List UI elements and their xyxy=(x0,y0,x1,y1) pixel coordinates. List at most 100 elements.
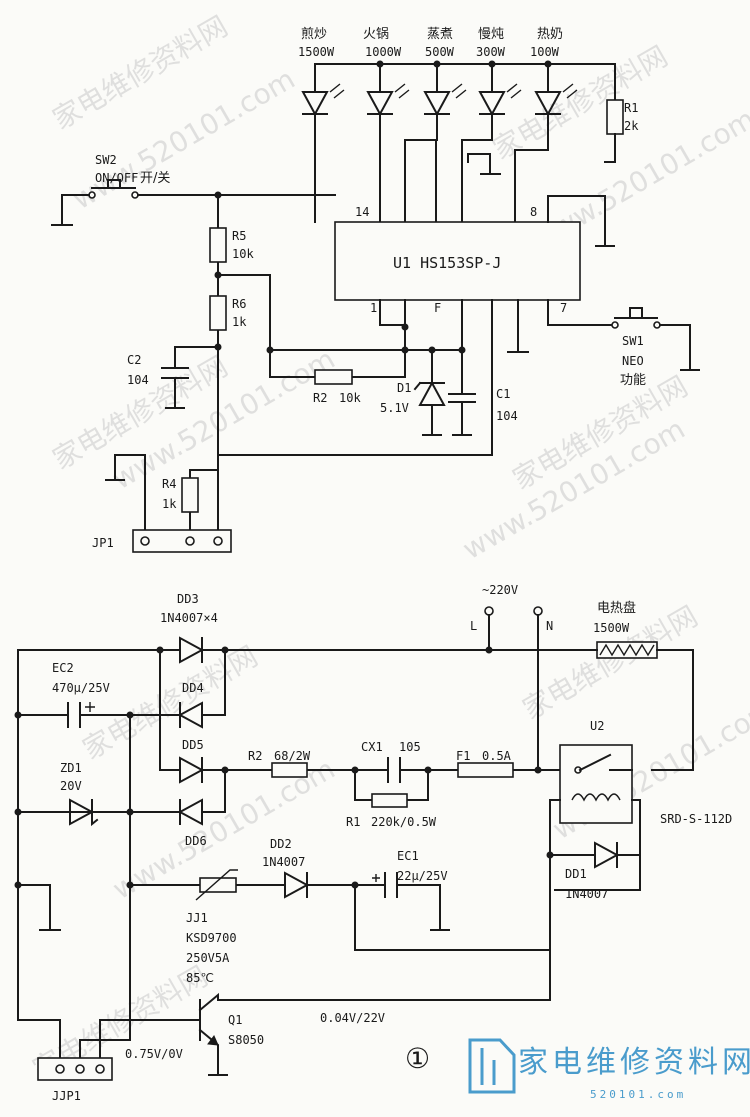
ic-pin7-wire xyxy=(547,299,613,326)
bottom-circuit: ~220V L N 电热盘 1500W DD3 1N4007×4 DD4 xyxy=(14,583,732,1103)
led-power-label: 1500W xyxy=(298,45,335,59)
u2-ref: U2 xyxy=(590,719,604,733)
diode-dd6 xyxy=(17,769,226,826)
junction-dot xyxy=(534,766,542,774)
sw2-type: ON/OFF xyxy=(95,171,138,185)
dd3-ref: DD3 xyxy=(177,592,199,606)
capacitor-cx1: CX1 105 xyxy=(361,740,421,783)
led-4 xyxy=(461,63,522,223)
ic-pin7: 7 xyxy=(560,301,567,315)
ic-label: U1 HS153SP-J xyxy=(393,254,501,272)
resistor-r1-bottom: R1 220k/0.5W xyxy=(346,769,437,829)
logo-text: 家电维修资料网 xyxy=(518,1045,750,1080)
jj1-rating: 250V5A xyxy=(186,951,230,965)
watermark-site: 家电维修资料网 xyxy=(487,39,673,166)
jjp1-ref: JJP1 xyxy=(52,1089,81,1103)
dd1-ref: DD1 xyxy=(565,867,587,881)
dc-rails xyxy=(17,649,131,1031)
led-array xyxy=(301,63,578,223)
sw2-action: 开/关 xyxy=(140,171,170,186)
f1-value: 0.5A xyxy=(482,749,512,763)
switch-sw1: SW1 NEO 功能 xyxy=(611,307,700,388)
diode-dd1: DD1 1N4007 xyxy=(549,841,641,901)
d1-value: 5.1V xyxy=(380,401,409,415)
diode-dd3 xyxy=(159,636,226,664)
ic-pin1: 1 xyxy=(370,301,377,315)
diode-dd4 xyxy=(129,649,226,729)
watermark-site: 家电维修资料网 xyxy=(517,599,703,726)
led-5 xyxy=(514,63,578,223)
transistor-q1: Q1 S8050 xyxy=(99,992,551,1076)
led-2 xyxy=(366,63,410,223)
resistor-r5: R5 10k xyxy=(209,227,254,263)
jj1-model: KSD9700 xyxy=(186,931,237,945)
r5-value: 10k xyxy=(232,247,254,261)
figure-number: ① xyxy=(405,1042,430,1075)
thermostat-jj1: JJ1 KSD9700 250V5A 85℃ xyxy=(186,869,238,985)
led-labels: 煎炒 1500W 火锅 1000W 蒸煮 500W 慢炖 300W 热奶 100… xyxy=(298,26,563,59)
resistor-r6: R6 1k xyxy=(209,295,247,331)
mains-wires xyxy=(488,614,539,771)
capacitor-ec1: EC1 22μ/25V xyxy=(372,849,448,898)
capacitor-c2: C2 104 xyxy=(127,346,219,409)
r5r6-node-wire xyxy=(217,274,271,351)
f1-ref: F1 xyxy=(456,749,470,763)
sw1-action: 功能 xyxy=(620,373,646,388)
led-power-label: 1000W xyxy=(365,45,402,59)
heater-power: 1500W xyxy=(593,621,630,635)
r2b-ref: R2 xyxy=(248,749,262,763)
connector-jp1: JP1 xyxy=(92,529,232,553)
mains-l: L xyxy=(470,619,477,633)
watermark-site: 家电维修资料网 xyxy=(77,639,263,766)
top-circuit: 煎炒 1500W 火锅 1000W 蒸煮 500W 慢炖 300W 热奶 100… xyxy=(51,26,700,553)
zener-d1: D1 5.1V xyxy=(380,349,446,436)
capacitor-c1: C1 104 xyxy=(448,349,518,436)
collector-voltage: 0.04V/22V xyxy=(320,1011,385,1025)
led-mode-label: 慢炖 xyxy=(478,26,504,42)
ec2-ref: EC2 xyxy=(52,661,74,675)
ic-pin14: 14 xyxy=(355,205,369,219)
capacitor-ec2: EC2 470μ/25V xyxy=(17,661,131,728)
base-voltage: 0.75V/0V xyxy=(125,1047,183,1061)
r2-ref: R2 xyxy=(313,391,327,405)
r5-ref: R5 xyxy=(232,229,246,243)
diode-dd5 xyxy=(159,756,226,784)
logo-mark-icon xyxy=(480,1048,496,1085)
zd1-value: 20V xyxy=(60,779,82,793)
r2-value: 10k xyxy=(339,391,361,405)
ground-symbol xyxy=(17,884,61,931)
resistor-r1-top: R1 2k xyxy=(604,99,639,163)
c1-ref: C1 xyxy=(496,387,510,401)
heater-name: 电热盘 xyxy=(597,600,636,616)
dd1-value: 1N4007 xyxy=(565,887,608,901)
led-mode-label: 火锅 xyxy=(363,26,389,42)
led-3 xyxy=(404,63,467,223)
ac-bus-top xyxy=(17,649,598,771)
logo-url: 520101.com xyxy=(590,1088,686,1101)
heater-plate: 电热盘 1500W xyxy=(593,600,694,771)
ic-pin-wire xyxy=(379,299,406,326)
jp1-ref: JP1 xyxy=(92,536,114,550)
sw1-ref: SW1 xyxy=(622,334,644,348)
ic-pin8-ground xyxy=(547,195,615,247)
ic-pin-wire xyxy=(217,299,493,456)
u2-model: SRD-S-112D xyxy=(660,812,732,826)
r4-ref: R4 xyxy=(162,477,176,491)
ic-pin8: 8 xyxy=(530,205,537,219)
led-mode-label: 蒸煮 xyxy=(427,27,453,42)
led-1 xyxy=(301,63,345,223)
led-mode-label: 热奶 xyxy=(537,27,563,42)
supply-line xyxy=(129,884,450,931)
c2-ref: C2 xyxy=(127,353,141,367)
mains-voltage: ~220V xyxy=(482,583,518,597)
resistor-r2-bottom: R2 68/2W xyxy=(248,749,311,778)
dd4-ref: DD4 xyxy=(182,681,204,695)
site-logo: 家电维修资料网 520101.com xyxy=(468,1038,750,1101)
dd2-ref: DD2 xyxy=(270,837,292,851)
r2b-value: 68/2W xyxy=(274,749,311,763)
led-anode-rail xyxy=(314,63,616,101)
dd2-value: 1N4007 xyxy=(262,855,305,869)
q1-ref: Q1 xyxy=(228,1013,242,1027)
dd3-value: 1N4007×4 xyxy=(160,611,218,625)
